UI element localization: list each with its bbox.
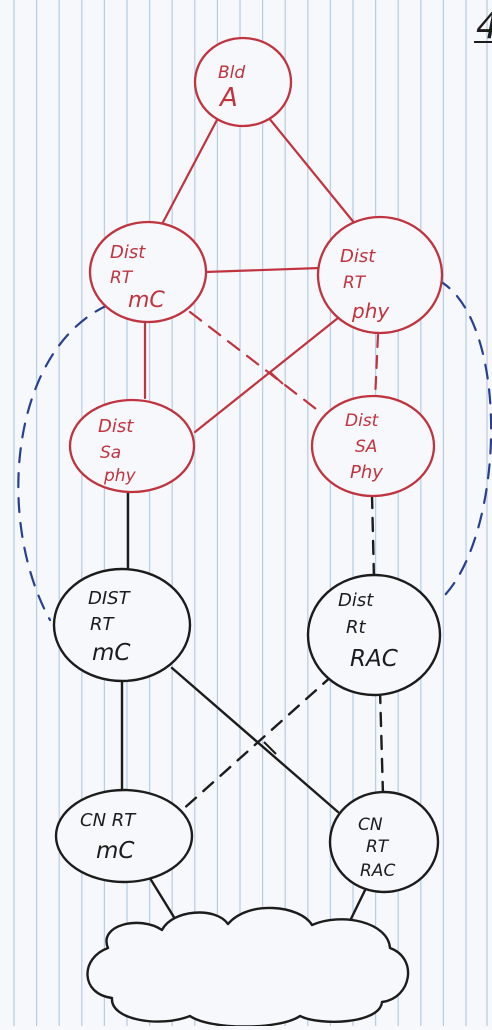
node-bld-a: Bld A — [193, 36, 293, 128]
node-label-line: Rt — [346, 617, 367, 638]
node-label-line: Sa — [100, 443, 121, 463]
page-number-mark: 4 — [476, 6, 492, 47]
node-label-line: Dist — [345, 411, 380, 431]
node-label-line: CN — [358, 815, 383, 835]
node-label-line: Dist — [338, 590, 374, 611]
link-bld-a-to-dist-rt-mc-top — [158, 116, 220, 230]
node-label-line: mC — [92, 640, 130, 666]
node-label-line: RAC — [360, 861, 395, 881]
node-label-line: DIST — [88, 588, 132, 609]
node-label-line: mC — [96, 838, 134, 864]
node-dist-rt-phy: Dist RT phy — [316, 215, 444, 335]
node-label-line: SA — [355, 437, 377, 457]
link-dist-rt-rac-to-cn-rt-mc — [178, 673, 335, 814]
node-cn-rt-rac: CN RT RAC — [328, 790, 440, 894]
link-dist-rt-mc-top-to-dist-rt-phy — [203, 266, 322, 274]
node-label-line: Phy — [350, 462, 383, 483]
node-dist-sa-phy-left: Dist Sa phy — [68, 398, 196, 494]
link-dist-rt-mc-top-to-dist-sa-phy-right — [188, 310, 322, 414]
node-label-line: RAC — [350, 646, 398, 672]
node-dist-rt-mc-bottom: DIST RT mC — [52, 567, 192, 683]
node-label-line: RT — [343, 273, 367, 293]
link-dist-rt-phy-to-dist-rt-rac — [436, 278, 492, 602]
node-label-line: phy — [351, 299, 390, 323]
node-label-line: phy — [103, 466, 137, 486]
node-label-line: CN RT — [80, 810, 137, 831]
cloud-icon — [86, 906, 410, 1028]
link-bld-a-to-dist-rt-phy — [262, 110, 362, 232]
link-dist-rt-phy-to-dist-sa-phy-left — [193, 316, 340, 434]
node-dist-rt-rac: Dist Rt RAC — [306, 573, 442, 697]
node-label-line: Bld — [218, 63, 245, 83]
link-tick-mark — [269, 371, 284, 385]
link-tick-mark — [263, 741, 277, 755]
link-dist-rt-rac-to-cn-rt-rac — [378, 688, 385, 797]
node-label-line: Dist — [98, 416, 134, 437]
node-label-line: Dist — [340, 246, 376, 267]
link-dist-rt-mc-top-to-dist-rt-mc-bottom — [17, 303, 110, 622]
link-dist-rt-mc-bottom-to-cn-rt-rac — [170, 666, 340, 814]
link-dist-sa-phy-right-to-dist-rt-rac — [370, 493, 376, 582]
notebook-rule-lines — [13, 0, 467, 1026]
node-label-line: A — [218, 83, 238, 113]
node-label-line: RT — [366, 837, 390, 857]
node-cn-rt-mc: CN RT mC — [54, 788, 194, 884]
node-dist-rt-mc-top: Dist RT mC — [88, 220, 208, 324]
node-dist-sa-phy-right: Dist SA Phy — [310, 394, 436, 498]
node-label-line: mC — [128, 288, 165, 313]
node-label-line: Dist — [110, 242, 146, 263]
node-label-line: RT — [90, 614, 116, 635]
node-label-line: RT — [110, 268, 134, 288]
link-dist-rt-phy-to-dist-sa-phy-right — [373, 333, 380, 402]
